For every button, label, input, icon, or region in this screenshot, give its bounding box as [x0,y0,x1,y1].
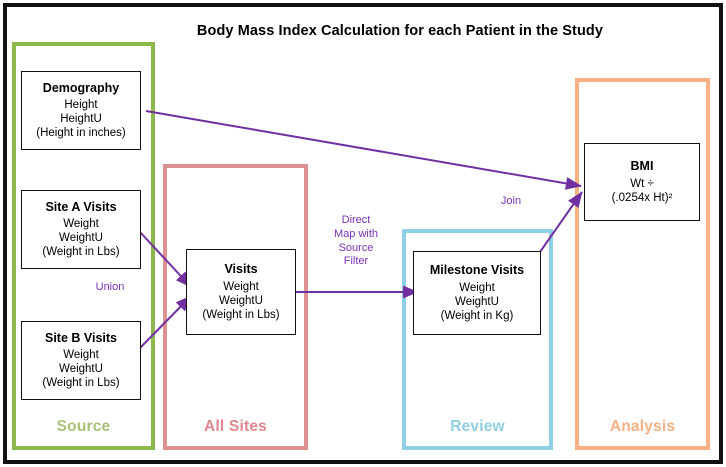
node-site-a-visits-line-2: WeightU [59,232,103,245]
node-demography-line-2: HeightU [60,113,102,126]
column-label-source: Source [56,418,111,435]
node-bmi-line-1: Wt ÷ [630,177,654,190]
node-milestone-visits-line-1: Weight [459,281,495,294]
edge-label-direct-map: Direct Map with Source Filter [320,214,392,269]
node-milestone-visits-title: Milestone Visits [429,263,525,278]
node-demography[interactable]: Demography Height HeightU (Height in inc… [21,71,141,150]
edge-label-union: Union [95,281,125,293]
node-milestone-visits-line-2: WeightU [455,295,499,308]
edge-label-direct-map-line-1: Direct [341,214,371,226]
node-demography-line-3: (Height in inches) [36,127,126,140]
node-bmi[interactable]: BMI Wt ÷ (.0254x Ht)² [584,143,700,221]
node-site-b-visits-line-2: WeightU [59,363,103,376]
node-visits-line-3: (Weight in Lbs) [202,308,280,321]
node-site-b-visits-line-1: Weight [63,349,99,362]
page-title: Body Mass Index Calculation for each Pat… [196,23,604,39]
node-site-b-visits-title: Site B Visits [44,330,118,345]
node-visits-line-1: Weight [223,280,259,293]
node-milestone-visits-line-3: (Weight in Kg) [440,309,514,322]
node-site-b-visits-line-3: (Weight in Lbs) [42,377,120,390]
node-bmi-line-2: (.0254x Ht)² [611,191,673,204]
column-frame-review [402,229,553,450]
node-milestone-visits[interactable]: Milestone Visits Weight WeightU (Weight … [413,251,541,335]
column-label-analysis: Analysis [609,418,676,435]
node-site-b-visits[interactable]: Site B Visits Weight WeightU (Weight in … [21,321,141,400]
column-label-all-sites: All Sites [204,418,267,435]
edge-label-join: Join [500,195,522,207]
node-site-a-visits-title: Site A Visits [45,199,117,214]
edge-label-direct-map-line-2: Map with [333,227,379,240]
node-demography-line-1: Height [64,99,98,112]
node-visits-line-2: WeightU [219,294,263,307]
node-visits[interactable]: Visits Weight WeightU (Weight in Lbs) [186,249,296,335]
node-visits-title: Visits [224,262,258,277]
edge-label-direct-map-line-3: Source [338,241,374,254]
column-frame-analysis [575,78,710,450]
node-site-a-visits-line-1: Weight [63,218,99,231]
node-site-a-visits[interactable]: Site A Visits Weight WeightU (Weight in … [21,190,141,269]
edge-label-direct-map-line-4: Filter [343,255,369,268]
column-label-review: Review [450,418,505,435]
node-bmi-title: BMI [630,159,654,174]
node-demography-title: Demography [42,80,120,95]
node-site-a-visits-line-3: (Weight in Lbs) [42,246,120,259]
